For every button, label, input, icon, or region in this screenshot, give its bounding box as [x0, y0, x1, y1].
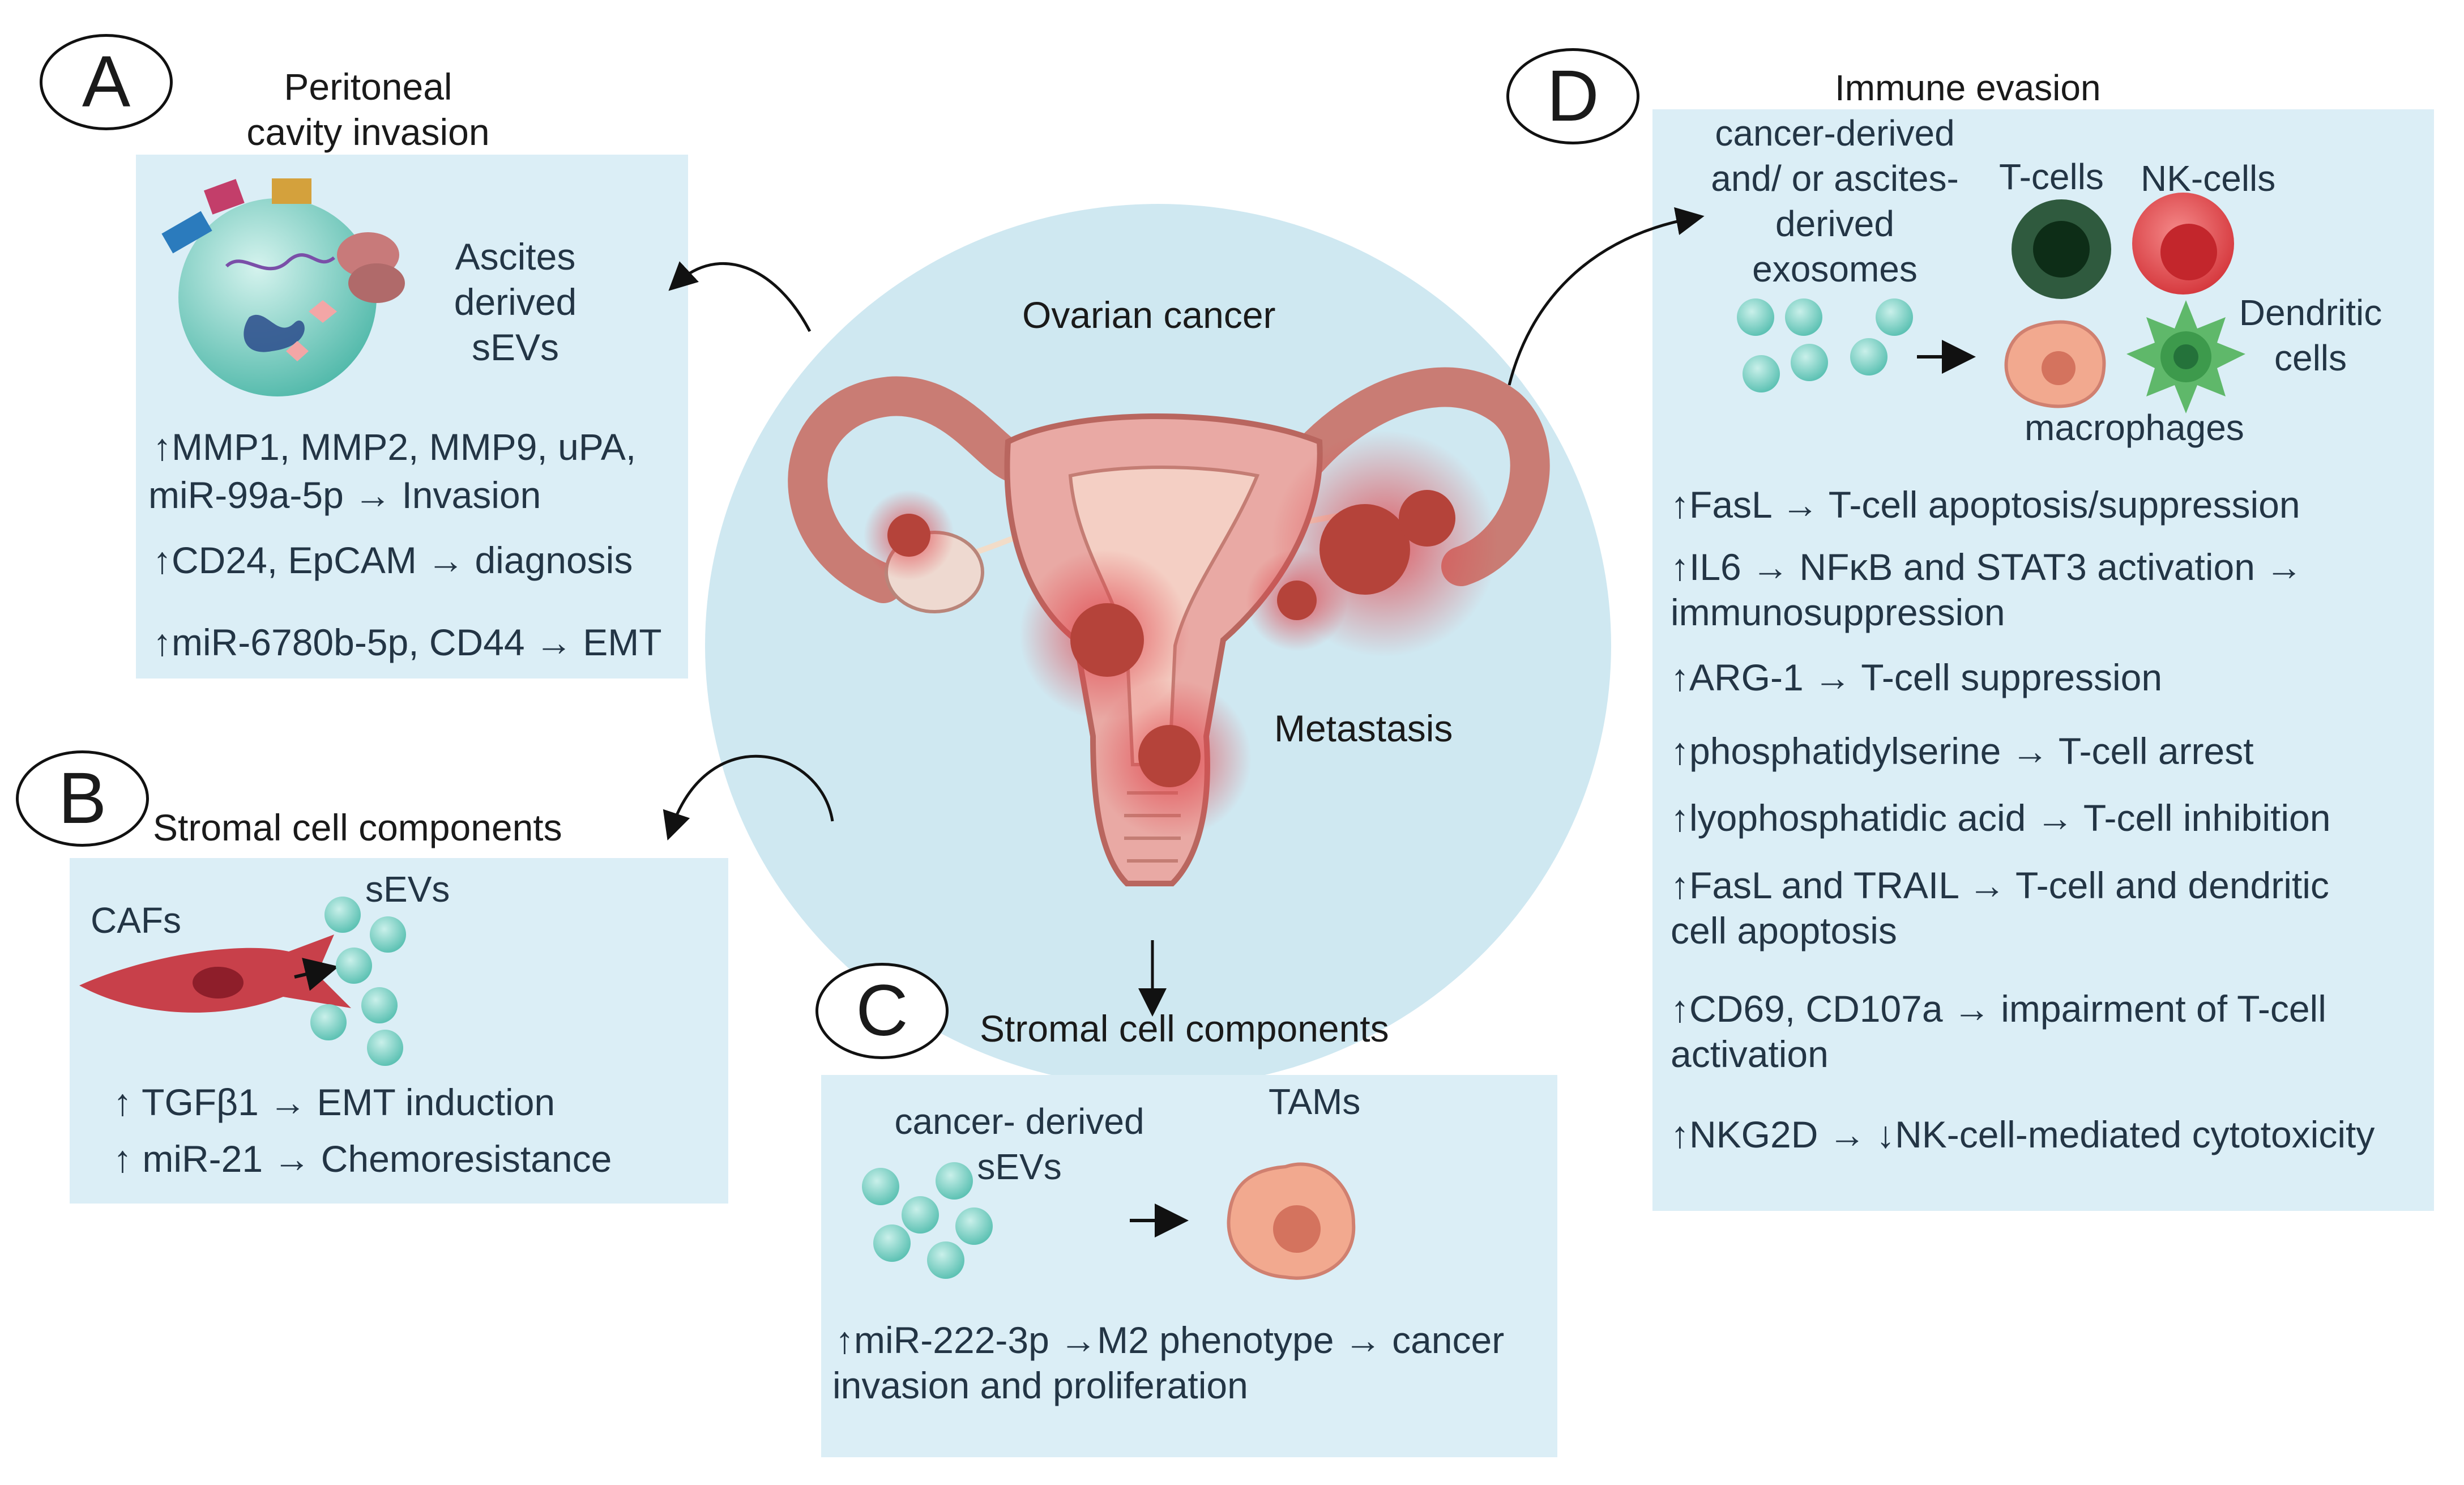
vesicle-label-2: derived	[454, 281, 577, 323]
panel-c-sevs-label-2: sEVs	[977, 1146, 1062, 1187]
cafs-label: CAFs	[91, 900, 181, 941]
panel-d-line-4: ↑ARG-1 → T-cell suppression	[1671, 656, 2163, 698]
t-cell	[2012, 199, 2111, 299]
panel-d-line-9: ↑CD69, CD107a → impairment of T-cell	[1671, 988, 2326, 1030]
panel-a-heading-2: cavity invasion	[246, 111, 490, 153]
dendritic-label-2: cells	[2274, 338, 2347, 378]
panel-b-sevs-label: sEVs	[365, 869, 450, 910]
panel-a-line-2: miR-99a-5p → Invasion	[148, 474, 541, 516]
tcells-label: T-cells	[1999, 156, 2104, 197]
panel-d-line-7: ↑FasL and TRAIL → T-cell and dendritic	[1671, 864, 2329, 906]
arrow-to-d	[1508, 207, 1705, 386]
panel-c-line-2: invasion and proliferation	[832, 1364, 1248, 1406]
arrow-to-a	[668, 261, 812, 332]
panel-d-letter: D	[1506, 48, 1639, 144]
panel-d-heading: Immune evasion	[1835, 67, 2101, 108]
caf-cell	[79, 934, 351, 1013]
panel-b-line-1: ↑ TGFβ1 → EMT induction	[113, 1081, 556, 1123]
panel-d-line-2: ↑IL6 → NFκB and STAT3 activation →	[1671, 546, 2303, 588]
exosome-label-2: and/ or ascites-	[1711, 158, 1959, 199]
panel-d-line-5: ↑phosphatidylserine → T-cell arrest	[1671, 730, 2254, 772]
center-title: Ovarian cancer	[1022, 294, 1276, 336]
macrophage-cell	[2004, 320, 2106, 408]
arrow-to-b	[663, 754, 834, 840]
panel-c-heading: Stromal cell components	[980, 1008, 1389, 1049]
nkcells-label: NK-cells	[2141, 158, 2276, 199]
dendritic-label-1: Dendritic	[2239, 292, 2382, 333]
panel-c-sevs	[862, 1162, 993, 1279]
panel-d-line-1: ↑FasL → T-cell apoptosis/suppression	[1671, 484, 2300, 526]
panel-c-line-1: ↑miR-222-3p →M2 phenotype → cancer	[835, 1319, 1505, 1361]
ascites-vesicle	[161, 178, 405, 396]
panel-b-letter: B	[16, 750, 149, 847]
exosome-label-1: cancer-derived	[1715, 113, 1955, 153]
uterus-illustration	[788, 367, 1550, 886]
panel-d-exosomes	[1737, 298, 1913, 392]
panel-b-heading: Stromal cell components	[153, 806, 562, 848]
tam-cell	[1227, 1162, 1356, 1280]
tams-label: TAMs	[1269, 1081, 1361, 1122]
vesicle-label-3: sEVs	[471, 326, 560, 368]
panel-d-line-6: ↑lyophosphatidic acid → T-cell inhibitio…	[1671, 797, 2331, 839]
panel-b-sevs	[310, 897, 406, 1066]
panel-a-line-3: ↑CD24, EpCAM → diagnosis	[153, 539, 633, 581]
panel-a-letter: A	[40, 34, 173, 130]
panel-d-line-11: ↑NKG2D → ↓NK-cell-mediated cytotoxicity	[1671, 1113, 2375, 1155]
panel-a-heading-1: Peritoneal	[284, 66, 452, 108]
panel-d-line-3: immunosuppression	[1671, 591, 2005, 633]
dendritic-cell	[2126, 300, 2245, 413]
exosome-label-4: exosomes	[1752, 249, 1918, 289]
panel-b-line-2: ↑ miR-21 → Chemoresistance	[113, 1138, 612, 1180]
macrophages-label: macrophages	[2025, 407, 2244, 448]
metastasis-label: Metastasis	[1274, 707, 1453, 749]
vesicle-label-1: Ascites	[455, 236, 576, 278]
panel-d-line-10: activation	[1671, 1033, 1829, 1075]
panel-d-line-8: cell apoptosis	[1671, 910, 1897, 951]
panel-b-box	[70, 858, 728, 1204]
nk-cell	[2132, 193, 2234, 295]
panel-c-sevs-label-1: cancer- derived	[894, 1101, 1145, 1142]
panel-c-letter: C	[815, 963, 949, 1059]
panel-a-line-1: ↑MMP1, MMP2, MMP9, uPA,	[153, 426, 637, 468]
panel-a-line-4: ↑miR-6780b-5p, CD44 → EMT	[153, 621, 662, 663]
exosome-label-3: derived	[1775, 203, 1894, 244]
